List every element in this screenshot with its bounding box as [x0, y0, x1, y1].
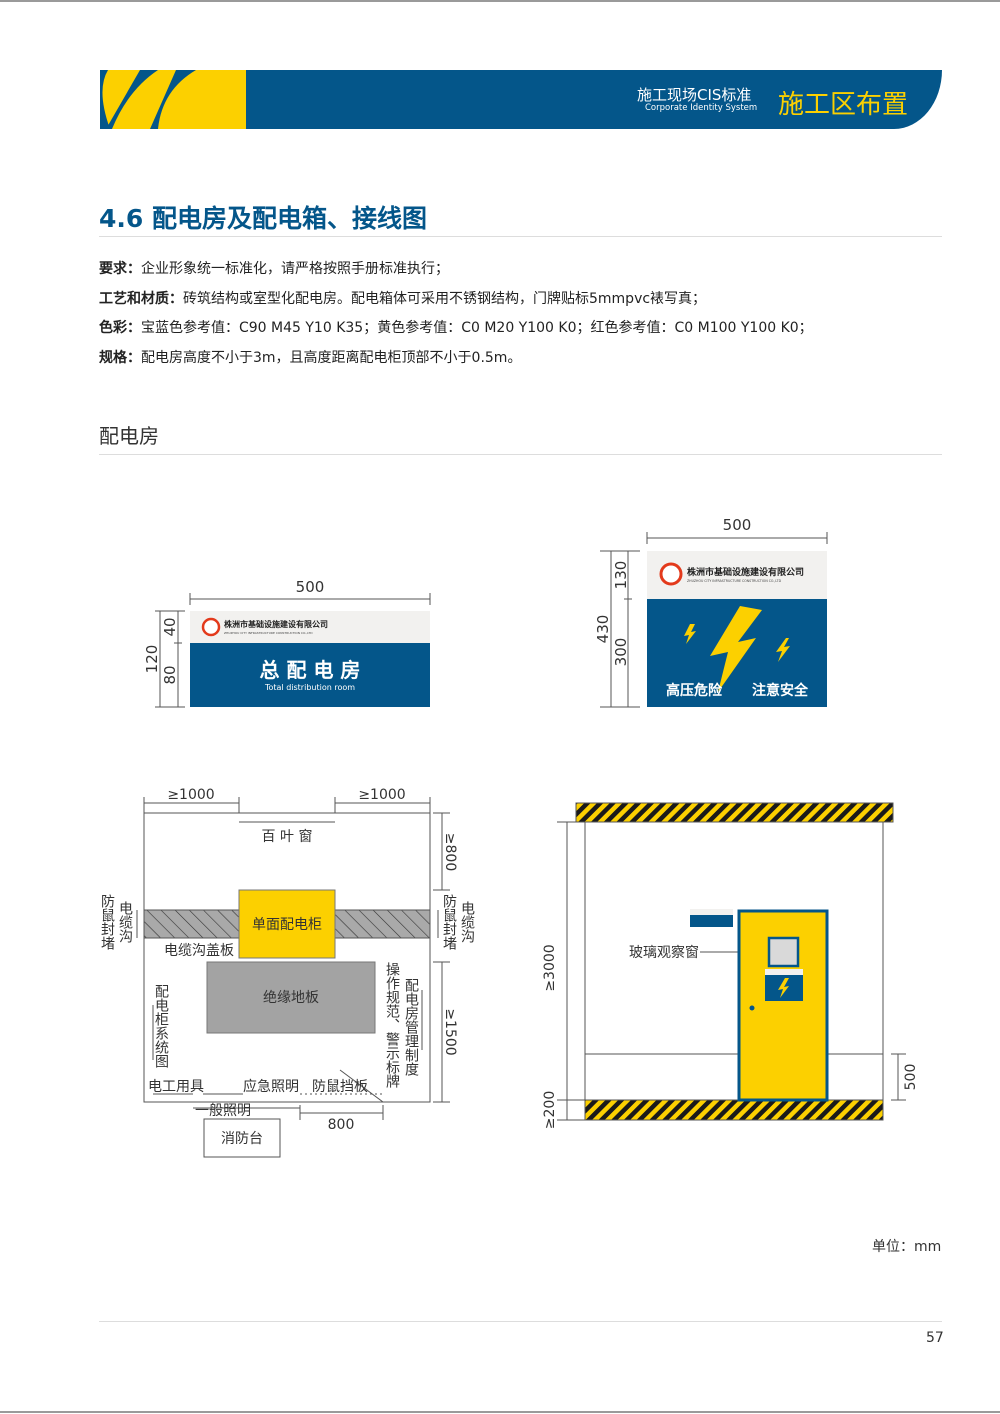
standard-subtitle: Corporate Identity System: [645, 103, 758, 113]
top-hazard-stripe: [575, 802, 894, 823]
plan-tools: 电工用具: [148, 1079, 204, 1095]
elevation-glass-window: 玻璃观察窗: [629, 944, 699, 961]
plan-general-light: 一般照明: [195, 1103, 251, 1119]
sign2-dim-bottom: 300: [612, 638, 630, 667]
company-logo-icon: [659, 562, 683, 586]
plan-dim-top-right: ≥800: [442, 833, 458, 871]
requirement-label: 色彩：: [99, 320, 141, 336]
sign2-company: 株洲市基础设施建设有限公司: [687, 566, 804, 578]
insulation-floor: [206, 961, 376, 1034]
plan-rodent-seal-left: 防鼠封堵: [99, 894, 115, 950]
page-title: 4.6 配电房及配电箱、接线图: [99, 204, 427, 233]
lightning-small-icon: [684, 624, 696, 644]
sign2-company-en: ZHUZHOU CITY INFRASTRUCTURE CONSTRUCTION…: [687, 579, 782, 583]
bottom-hazard-stripe: [584, 1099, 884, 1121]
company-logo-icon: [201, 617, 221, 637]
footer-divider: [99, 1321, 942, 1322]
plan-dim-right: ≥1000: [358, 787, 405, 803]
section-title: 施工区布置: [778, 90, 909, 120]
plan-fire-station: 消防台: [221, 1131, 263, 1147]
plan-rodent-board: 防鼠挡板: [312, 1079, 368, 1095]
sign1-dim-width: 500: [296, 578, 325, 596]
lightning-icon: [778, 978, 789, 998]
plan-dim-bottom-right: ≥1500: [442, 1008, 458, 1055]
header-logo-shape: [100, 70, 246, 129]
page-number: 57: [926, 1330, 944, 1346]
sign1-bottom-panel: [190, 643, 430, 707]
requirement-text: 配电房高度不小于3m，且高度距离配电柜顶部不小于0.5m。: [141, 350, 522, 366]
plan-rodent-seal-right: 防鼠封堵: [441, 894, 457, 950]
requirement-label: 要求：: [99, 261, 141, 277]
requirement-line: 要求：企业形象统一标准化，请严格按照手册标准执行；: [99, 258, 449, 278]
plan-cable-trench-left: 电缆沟: [117, 901, 133, 943]
sign1-top-panel: [190, 611, 430, 643]
plan-emergency-light: 应急照明: [243, 1078, 299, 1095]
plan-insulation-floor: 绝缘地板: [263, 990, 319, 1006]
lightning-small-icon: [776, 638, 790, 662]
title-divider: [99, 236, 942, 237]
plan-system-diagram: 配电柜系统图: [153, 984, 169, 1068]
plan-cable-trench-right: 电缆沟: [459, 901, 475, 943]
sign1-title: 总 配 电 房: [260, 658, 361, 682]
plan-operation-rules: 操作规范、警示标牌: [384, 962, 400, 1088]
sign1-company: 株洲市基础设施建设有限公司: [224, 619, 328, 629]
unit-note: 单位：mm: [872, 1239, 942, 1255]
distribution-cabinet: [238, 889, 336, 959]
top-edge: [0, 0, 1000, 2]
elevation: [557, 821, 906, 1121]
plan-dim-left: ≥1000: [167, 787, 214, 803]
sign2-warning-left: 高压危险: [666, 682, 723, 699]
requirement-text: 宝蓝色参考值：C90 M45 Y10 K35；黄色参考值：C0 M20 Y100…: [141, 320, 813, 336]
header-band: 施工现场CIS标准 Corporate Identity System 施工区布…: [100, 70, 942, 129]
plan-trench-cover: 电缆沟盖板: [164, 943, 234, 959]
wall-sign: [690, 915, 733, 927]
requirement-line: 色彩：宝蓝色参考值：C90 M45 Y10 K35；黄色参考值：C0 M20 Y…: [99, 317, 813, 337]
plan-cabinet: 单面配电柜: [252, 917, 322, 933]
sign2-warning-right: 注意安全: [752, 682, 809, 699]
sign1-dim-total: 120: [143, 645, 161, 674]
requirement-text: 砖筑结构或室型化配电房。配电箱体可采用不锈钢结构，门牌贴标5mmpvc裱写真；: [183, 291, 707, 307]
glass-window: [767, 936, 800, 968]
floor-plan: [136, 797, 450, 1158]
requirement-line: 规格：配电房高度不小于3m，且高度距离配电柜顶部不小于0.5m。: [99, 347, 521, 367]
subsection-divider: [99, 454, 942, 455]
sign2-dim-width: 500: [723, 516, 752, 534]
requirement-line: 工艺和材质：砖筑结构或室型化配电房。配电箱体可采用不锈钢结构，门牌贴标5mmpv…: [99, 288, 706, 308]
plan-management-rules: 配电房管理制度: [403, 978, 419, 1076]
requirement-label: 规格：: [99, 350, 141, 366]
sign1-dim-bottom: 80: [161, 665, 179, 684]
sign-distribution-room: [155, 593, 431, 708]
elevation-dim-base: ≥200: [542, 1091, 558, 1129]
door-sign-top: [765, 969, 803, 975]
plan-louver: 百 叶 窗: [262, 828, 313, 845]
door-knob: [749, 1005, 755, 1011]
subsection-title: 配电房: [99, 424, 159, 448]
requirement-label: 工艺和材质：: [99, 291, 183, 307]
sign1-dim-top: 40: [161, 617, 179, 636]
sign1-subtitle: Total distribution room: [264, 683, 355, 692]
wall-sign-top: [690, 909, 733, 915]
elevation-dim-skirting: 500: [903, 1064, 919, 1091]
lightning-icon: [710, 606, 762, 692]
bottom-edge: [0, 1411, 1000, 1413]
sign1-company-en: ZHUZHOU CITY INFRASTRUCTURE CONSTRUCTION…: [224, 631, 313, 635]
sign2-dim-total: 430: [594, 615, 612, 644]
sign-high-voltage: [600, 532, 828, 708]
sign2-dim-top: 130: [612, 561, 630, 590]
requirement-text: 企业形象统一标准化，请严格按照手册标准执行；: [141, 261, 449, 277]
standard-title: 施工现场CIS标准: [637, 86, 752, 104]
elevation-dim-height: ≥3000: [542, 944, 558, 991]
plan-dim-bottom: 800: [328, 1117, 355, 1133]
